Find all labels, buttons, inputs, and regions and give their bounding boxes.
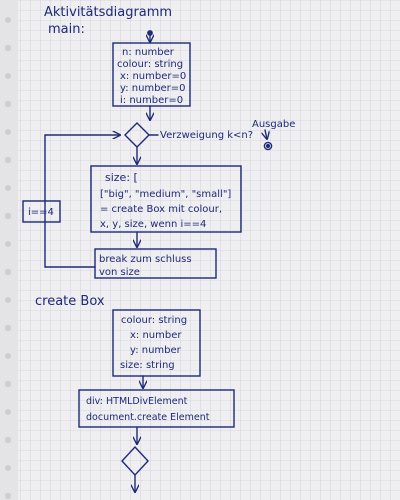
size-assignment-box — [90, 165, 242, 233]
create-box-param-y: y: number — [130, 345, 182, 356]
create-box-param-x: x: number — [130, 330, 182, 341]
size-line-2: ["big", "medium", "small"] — [100, 189, 231, 200]
main-var-i: i: number=0 — [120, 95, 183, 106]
create-box-param-colour: colour: string — [121, 315, 187, 326]
loop-guard-box — [22, 200, 61, 223]
main-var-x: x: number=0 — [120, 71, 186, 82]
output-arrow — [265, 129, 267, 139]
element-line-2: document.create Element — [86, 412, 210, 423]
create-box-params-box — [112, 309, 201, 377]
size-line-4: x, y, size, wenn i==4 — [100, 219, 206, 230]
main-var-n: n: number — [122, 47, 175, 58]
main-var-y: y: number=0 — [120, 83, 186, 94]
loop-guard-label: i==4 — [28, 207, 54, 218]
element-box — [78, 389, 235, 428]
spiral-holes — [5, 17, 11, 499]
output-label: Ausgabe — [252, 119, 295, 130]
break-line-1: break zum schluss — [99, 254, 192, 265]
create-box-param-size: size: string — [120, 360, 175, 371]
size-line-1: size: [ — [105, 171, 138, 184]
final-node — [263, 141, 273, 151]
diagram-title: Aktivitätsdiagramm — [44, 5, 172, 20]
size-line-3: = create Box mit colour, — [100, 204, 222, 215]
element-line-1: div: HTMLDivElement — [86, 396, 188, 407]
break-box — [94, 248, 217, 279]
create-box-heading: create Box — [35, 294, 105, 309]
decision-guard-label: Verzweigung k<n? — [160, 130, 253, 141]
final-node-core — [265, 143, 271, 149]
diagram-subtitle: main: — [48, 22, 85, 37]
break-line-2: von size — [99, 267, 140, 278]
main-variables-box — [112, 42, 191, 107]
main-var-colour: colour: string — [117, 59, 183, 70]
